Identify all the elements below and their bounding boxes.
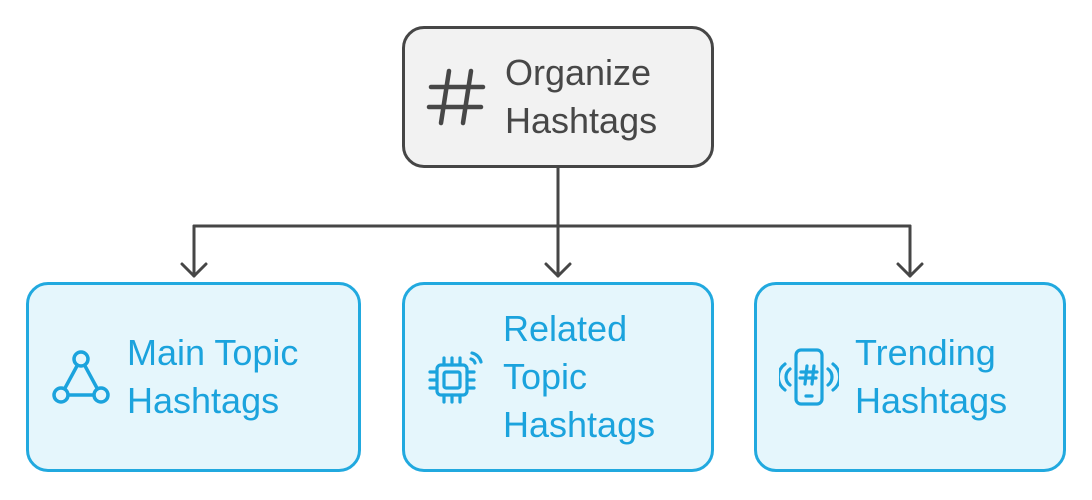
hashtag-icon bbox=[425, 65, 489, 129]
child-node-main-topic-hashtags: Main Topic Hashtags bbox=[26, 282, 361, 472]
phone-hashtag-icon bbox=[779, 347, 839, 407]
arrowhead-main bbox=[180, 262, 208, 278]
child-node-related-topic-hashtags: Related Topic Hashtags bbox=[402, 282, 714, 472]
child-node-trending-hashtags: Trending Hashtags bbox=[754, 282, 1066, 472]
root-node-label: Organize Hashtags bbox=[505, 52, 658, 141]
child-node-label: Main Topic Hashtags bbox=[127, 332, 299, 421]
child-node-label: Related Topic Hashtags bbox=[503, 308, 656, 445]
arrowhead-trending bbox=[896, 262, 924, 278]
root-node-organize-hashtags: Organize Hashtags bbox=[402, 26, 714, 168]
network-triangle-icon bbox=[51, 347, 111, 407]
chip-signal-icon bbox=[427, 347, 487, 407]
child-node-label: Trending Hashtags bbox=[855, 332, 1008, 421]
arrowhead-related bbox=[544, 262, 572, 278]
